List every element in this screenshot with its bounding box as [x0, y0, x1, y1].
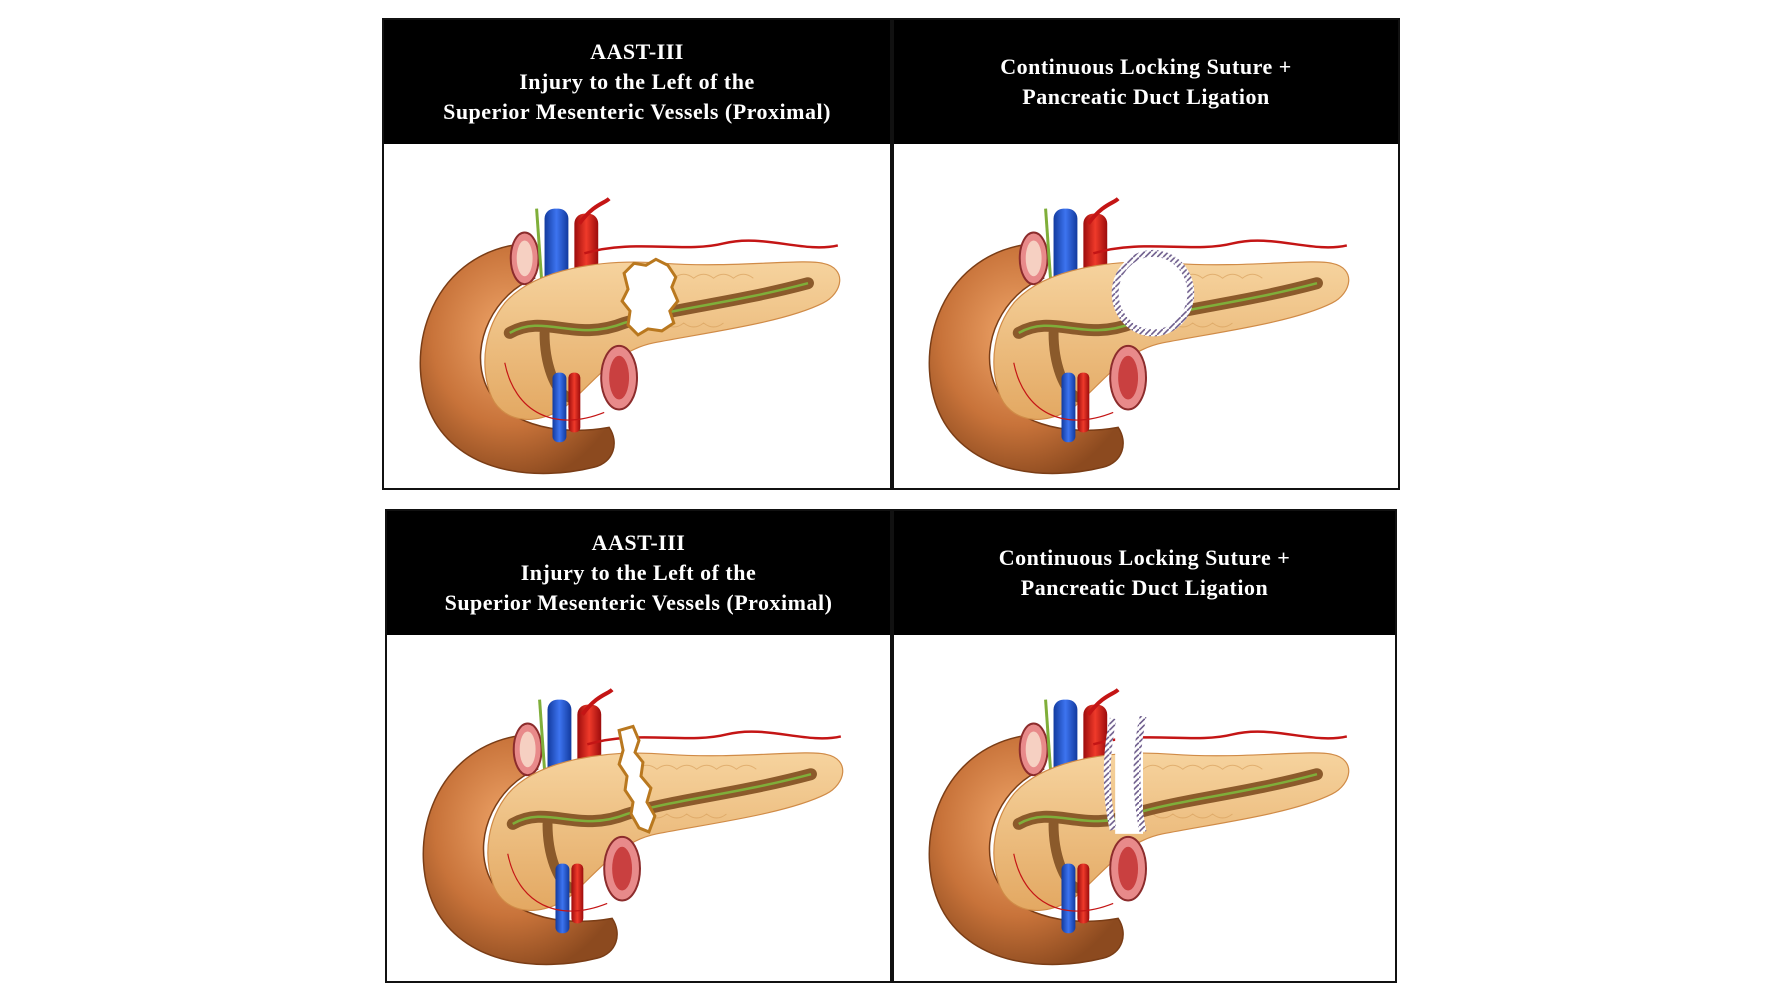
top-figure-row: AAST-III Injury to the Left of the Super… [382, 18, 1400, 490]
header-line-2: Injury to the Left of the [520, 560, 757, 585]
panel-repair-bottom: Continuous Locking Suture + Pancreatic D… [894, 511, 1395, 981]
pancreas-illustration [384, 144, 890, 488]
bottom-figure-row: AAST-III Injury to the Left of the Super… [385, 509, 1397, 983]
header-line-2: Pancreatic Duct Ligation [1022, 84, 1270, 109]
header-line-2: Injury to the Left of the [519, 69, 755, 94]
header-line-1: AAST-III [590, 39, 684, 64]
suture-line [1111, 249, 1195, 337]
panel-injury-top: AAST-III Injury to the Left of the Super… [384, 20, 890, 488]
injury-site [617, 724, 657, 834]
panel-header: Continuous Locking Suture + Pancreatic D… [894, 20, 1398, 144]
panel-header: Continuous Locking Suture + Pancreatic D… [894, 511, 1395, 635]
suture-line [1133, 715, 1147, 833]
header-line-2: Pancreatic Duct Ligation [1020, 575, 1269, 600]
header-line-1: Continuous Locking Suture + [998, 545, 1291, 570]
header-line-1: AAST-III [591, 530, 686, 555]
injury-site [620, 257, 680, 337]
panel-repair-top: Continuous Locking Suture + Pancreatic D… [894, 20, 1398, 488]
panel-divider [890, 511, 894, 981]
suture-line [1103, 717, 1117, 831]
panel-divider [890, 20, 894, 488]
panel-header: AAST-III Injury to the Left of the Super… [387, 511, 890, 635]
header-line-1: Continuous Locking Suture + [1000, 54, 1292, 79]
panel-injury-bottom: AAST-III Injury to the Left of the Super… [387, 511, 890, 981]
pancreas-illustration [894, 144, 1398, 488]
header-line-3: Superior Mesenteric Vessels (Proximal) [444, 590, 833, 615]
pancreas-illustration [894, 635, 1395, 981]
pancreas-illustration [387, 635, 890, 981]
panel-header: AAST-III Injury to the Left of the Super… [384, 20, 890, 144]
header-line-3: Superior Mesenteric Vessels (Proximal) [443, 99, 831, 124]
